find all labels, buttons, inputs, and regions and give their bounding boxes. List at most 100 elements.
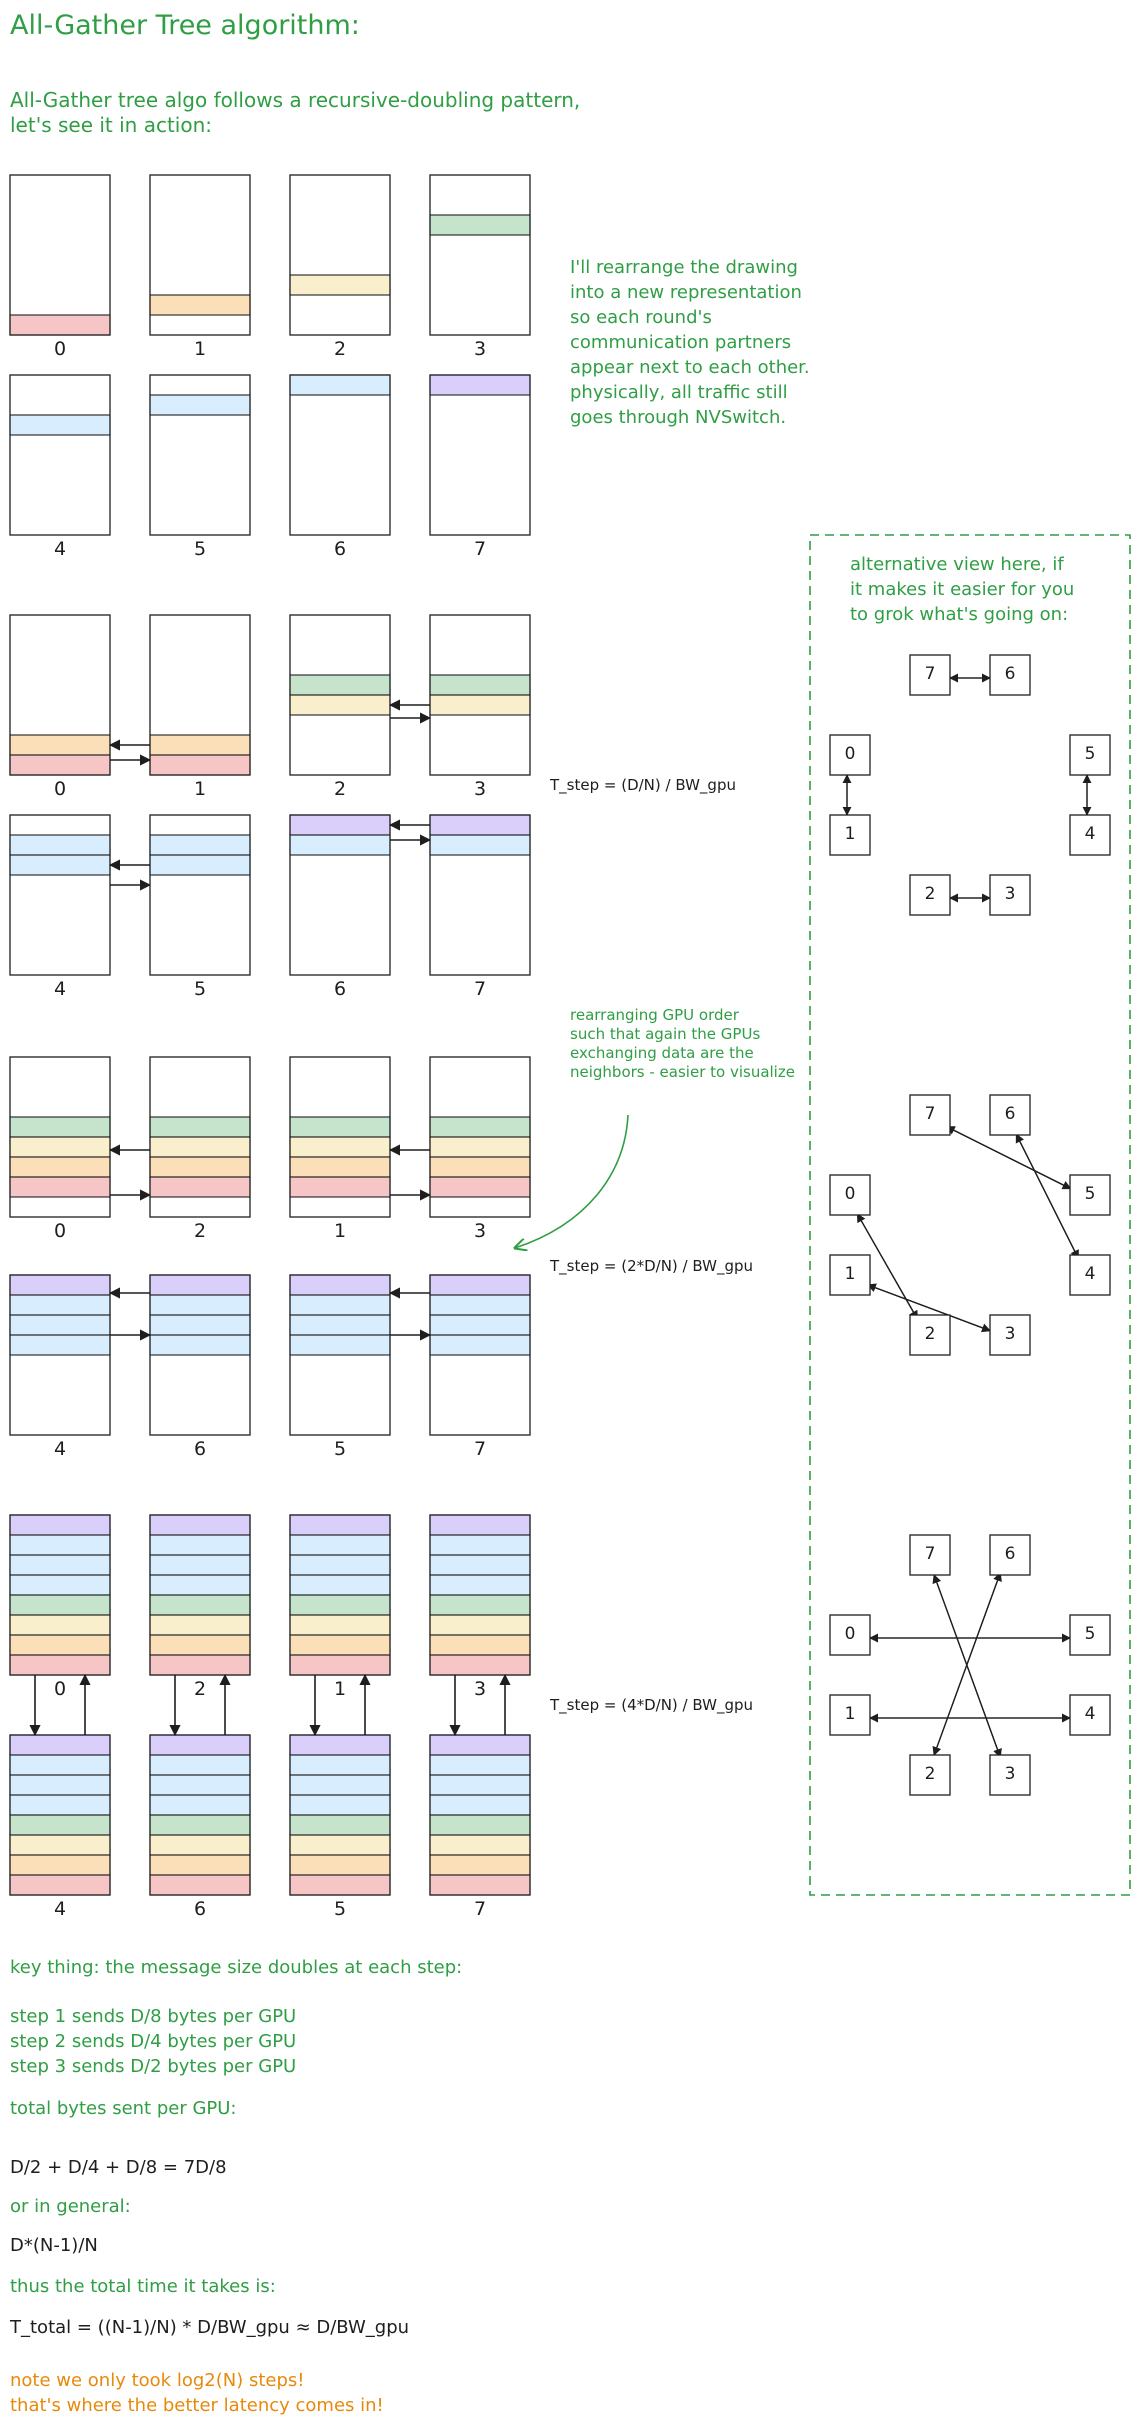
- data-chunk-stripe: [9, 1834, 111, 1856]
- rearrange-note-line-2: into a new representation: [570, 282, 802, 303]
- data-chunk-stripe: [149, 1334, 251, 1356]
- gpu-node-label: 7: [924, 664, 936, 684]
- rearrange-note-line-5: appear next to each other.: [570, 357, 810, 378]
- gpu-node-label: 1: [844, 1264, 856, 1284]
- rearrange-note-line-4: communication partners: [570, 332, 792, 353]
- step3-formula: T_step = (4*D/N) / BW_gpu: [550, 1696, 754, 1714]
- data-chunk-stripe: [149, 754, 251, 776]
- data-chunk-stripe: [429, 1116, 531, 1138]
- gpu-memory-box: [149, 374, 251, 536]
- data-chunk-stripe: [149, 1834, 251, 1856]
- gpu-memory-box: [289, 374, 391, 536]
- gpu-node-label: 5: [1084, 1184, 1096, 1204]
- data-chunk-stripe: [289, 1314, 391, 1336]
- data-chunk-stripe: [429, 1814, 531, 1836]
- data-chunk-stripe: [149, 1534, 251, 1556]
- gpu-memory-box: [9, 1056, 111, 1218]
- gpu-label: 2: [193, 1220, 207, 1242]
- rearrange-note-line-3: so each round's: [570, 307, 712, 328]
- data-chunk-stripe: [289, 1574, 391, 1596]
- gpu-label: 6: [193, 1898, 207, 1920]
- data-chunk-stripe: [149, 1754, 251, 1776]
- alt-view-2: [829, 1094, 1111, 1356]
- gpu-node: [989, 1094, 1031, 1136]
- gpu-node-label: 2: [924, 1764, 936, 1784]
- data-chunk-stripe: [9, 1294, 111, 1316]
- data-chunk-stripe: [289, 1554, 391, 1576]
- gpu-node: [909, 1094, 951, 1136]
- alt-exchange-arrow: [1015, 1133, 1079, 1259]
- data-chunk-stripe: [429, 1634, 531, 1656]
- data-chunk-stripe: [289, 1334, 391, 1356]
- gpu-node: [1069, 1174, 1111, 1216]
- gpu-memory-box: [9, 1514, 111, 1676]
- data-chunk-stripe: [149, 1274, 251, 1296]
- data-chunk-stripe: [429, 1176, 531, 1198]
- data-chunk-stripe: [9, 1594, 111, 1616]
- data-chunk-stripe: [149, 1614, 251, 1636]
- gpu-memory-box: [289, 1734, 391, 1896]
- gpu-memory-box: [9, 814, 111, 976]
- gpu-memory-box: [429, 1274, 531, 1436]
- reorder-note-line-2: such that again the GPUs: [570, 1025, 761, 1043]
- gpu-node: [909, 1314, 951, 1356]
- data-chunk-stripe: [429, 1834, 531, 1856]
- gpu-memory-box: [289, 1514, 391, 1676]
- data-chunk-stripe: [429, 1594, 531, 1616]
- alt-view-note-line-1: alternative view here, if: [850, 554, 1064, 575]
- total-bytes-equation: D/2 + D/4 + D/8 = 7D/8: [10, 2157, 227, 2178]
- data-chunk-stripe: [429, 374, 531, 396]
- data-chunk-stripe: [149, 1774, 251, 1796]
- data-chunk-stripe: [9, 1774, 111, 1796]
- gpu-label: 3: [473, 338, 487, 360]
- gpu-label: 0: [53, 1220, 67, 1242]
- data-chunk-stripe: [429, 1734, 531, 1756]
- gpu-node-label: 3: [1004, 884, 1016, 904]
- key-thing-text: key thing: the message size doubles at e…: [10, 1957, 463, 1978]
- data-chunk-stripe: [289, 1294, 391, 1316]
- gpu-node: [829, 734, 871, 776]
- gpu-label: 0: [53, 778, 67, 800]
- data-chunk-stripe: [289, 694, 391, 716]
- gpu-node: [1069, 1614, 1111, 1656]
- alt-exchange-arrow: [856, 1213, 919, 1320]
- reorder-note-line-1: rearranging GPU order: [570, 1006, 739, 1024]
- rearrange-note-line-7: goes through NVSwitch.: [570, 407, 787, 428]
- step1-formula: T_step = (D/N) / BW_gpu: [550, 776, 736, 794]
- gpu-memory-box: [149, 614, 251, 776]
- gpu-label: 4: [53, 1438, 67, 1460]
- latency-note-line-1: note we only took log2(N) steps!: [10, 2370, 305, 2391]
- data-chunk-stripe: [289, 1774, 391, 1796]
- gpu-memory-box: [289, 174, 391, 336]
- data-chunk-stripe: [149, 1136, 251, 1158]
- gpu-node: [989, 1314, 1031, 1356]
- gpu-label: 7: [473, 1898, 487, 1920]
- data-chunk-stripe: [429, 1574, 531, 1596]
- gpu-node: [829, 1254, 871, 1296]
- data-chunk-stripe: [9, 414, 111, 436]
- gpu-label: 6: [333, 538, 347, 560]
- gpu-node: [829, 1174, 871, 1216]
- alt-exchange-arrow: [932, 1573, 1001, 1758]
- data-chunk-stripe: [149, 1574, 251, 1596]
- data-chunk-stripe: [9, 754, 111, 776]
- alt-exchange-arrow: [933, 1571, 1002, 1756]
- data-chunk-stripe: [429, 1614, 531, 1636]
- gpu-label: 3: [473, 1220, 487, 1242]
- data-chunk-stripe: [149, 1176, 251, 1198]
- data-chunk-stripe: [9, 1574, 111, 1596]
- data-chunk-stripe: [289, 374, 391, 396]
- gpu-memory-box: [289, 614, 391, 776]
- data-chunk-stripe: [289, 1874, 391, 1896]
- data-chunk-stripe: [149, 1554, 251, 1576]
- gpu-node: [989, 1534, 1031, 1576]
- alt-view-1: [829, 654, 1111, 916]
- gpu-memory-box: [9, 174, 111, 336]
- data-chunk-stripe: [149, 1314, 251, 1336]
- gpu-node: [829, 1694, 871, 1736]
- data-chunk-stripe: [289, 1754, 391, 1776]
- latency-note-line-2: that's where the better latency comes in…: [10, 2395, 384, 2416]
- gpu-node-label: 5: [1084, 744, 1096, 764]
- gpu-node-label: 4: [1084, 1704, 1096, 1724]
- data-chunk-stripe: [149, 1874, 251, 1896]
